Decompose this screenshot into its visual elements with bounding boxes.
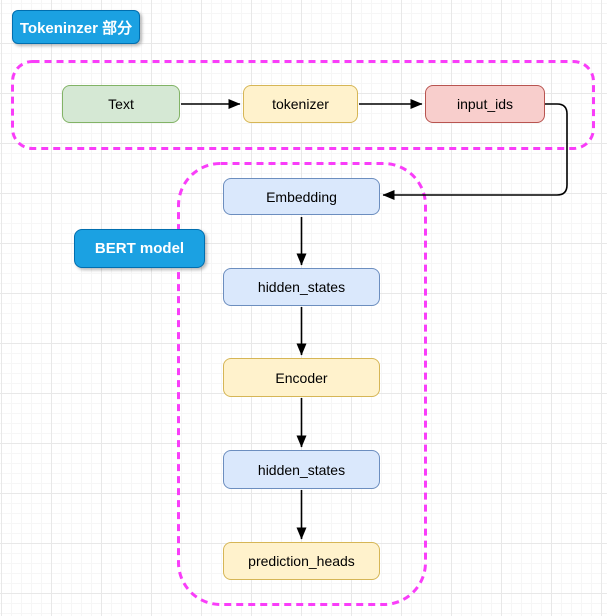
node-input-ids[interactable]: input_ids	[425, 85, 545, 123]
node-encoder[interactable]: Encoder	[223, 358, 380, 397]
arrow-input-ids-to-embedding	[382, 103, 568, 200]
bert-model-container	[177, 162, 427, 606]
node-prediction-heads[interactable]: prediction_heads	[223, 542, 380, 580]
node-tokenizer[interactable]: tokenizer	[243, 85, 358, 123]
node-embedding[interactable]: Embedding	[223, 178, 380, 215]
node-hidden-states-2[interactable]: hidden_states	[223, 450, 380, 489]
node-hidden-states-1[interactable]: hidden_states	[223, 268, 380, 306]
bert-model-label[interactable]: BERT model	[74, 229, 205, 268]
node-text[interactable]: Text	[62, 85, 180, 123]
tokenizer-section-container	[11, 60, 595, 150]
tokenizer-section-label[interactable]: Tokeninzer 部分	[12, 10, 140, 44]
